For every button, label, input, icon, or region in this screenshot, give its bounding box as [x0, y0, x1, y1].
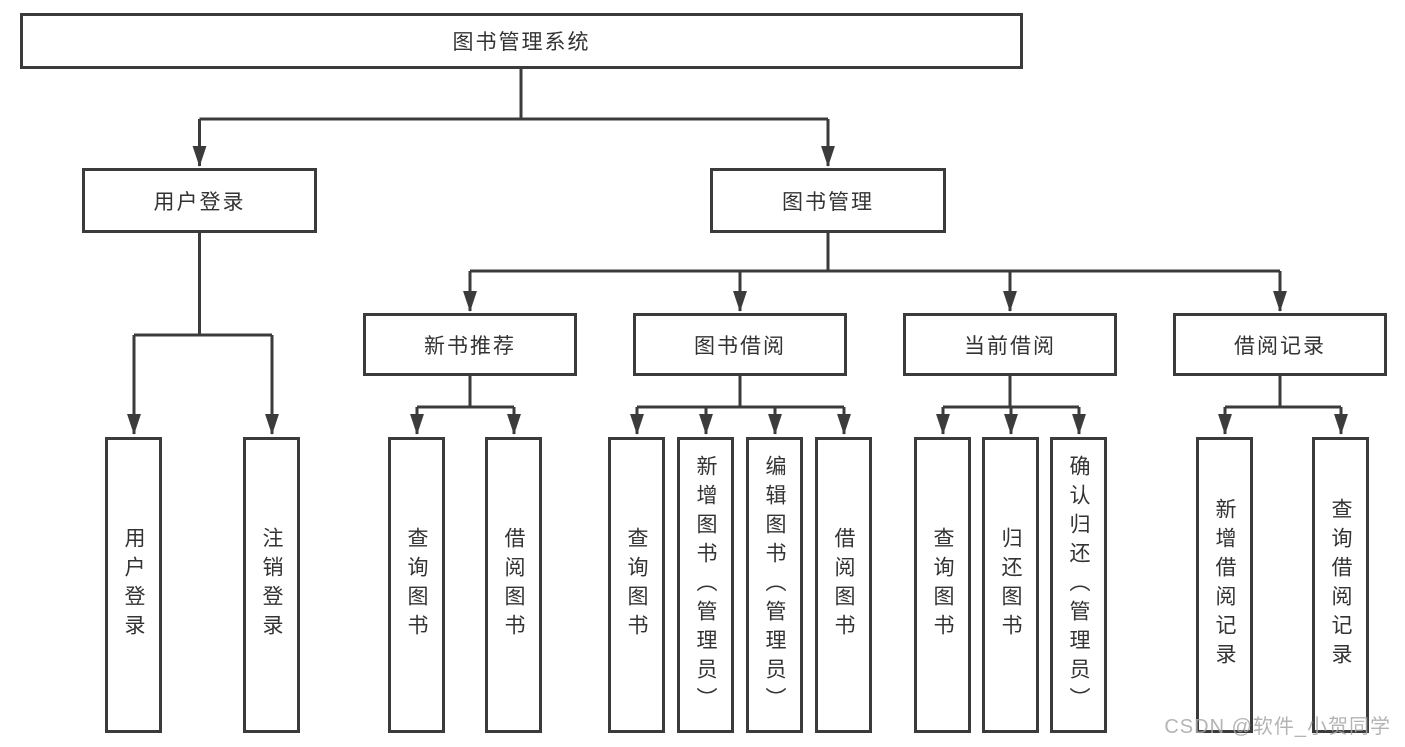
node-current-borrowing: 当前借阅	[903, 313, 1117, 376]
leaf-query-books-recommend: 查询图书	[388, 437, 445, 733]
node-book-management: 图书管理	[710, 168, 946, 233]
node-library-management-system: 图书管理系统	[20, 13, 1023, 69]
node-borrowing-records: 借阅记录	[1173, 313, 1387, 376]
node-user-login: 用户登录	[82, 168, 317, 233]
leaf-confirm-return-admin: 确认归还（管理员）	[1050, 437, 1107, 733]
leaf-add-borrow-record: 新增借阅记录	[1196, 437, 1253, 733]
leaf-return-books: 归还图书	[982, 437, 1039, 733]
leaf-user-login: 用户登录	[105, 437, 162, 733]
leaf-edit-book-admin: 编辑图书（管理员）	[746, 437, 803, 733]
node-new-book-recommendation: 新书推荐	[363, 313, 577, 376]
node-book-borrowing: 图书借阅	[633, 313, 847, 376]
leaf-query-books-current: 查询图书	[914, 437, 971, 733]
leaf-query-borrow-record: 查询借阅记录	[1312, 437, 1369, 733]
leaf-query-books-borrow: 查询图书	[608, 437, 665, 733]
leaf-logout: 注销登录	[243, 437, 300, 733]
leaf-borrow-books-recommend: 借阅图书	[485, 437, 542, 733]
leaf-borrow-books-borrow: 借阅图书	[815, 437, 872, 733]
csdn-watermark: CSDN @软件_小贺同学	[1164, 716, 1391, 738]
leaf-add-book-admin: 新增图书（管理员）	[677, 437, 734, 733]
